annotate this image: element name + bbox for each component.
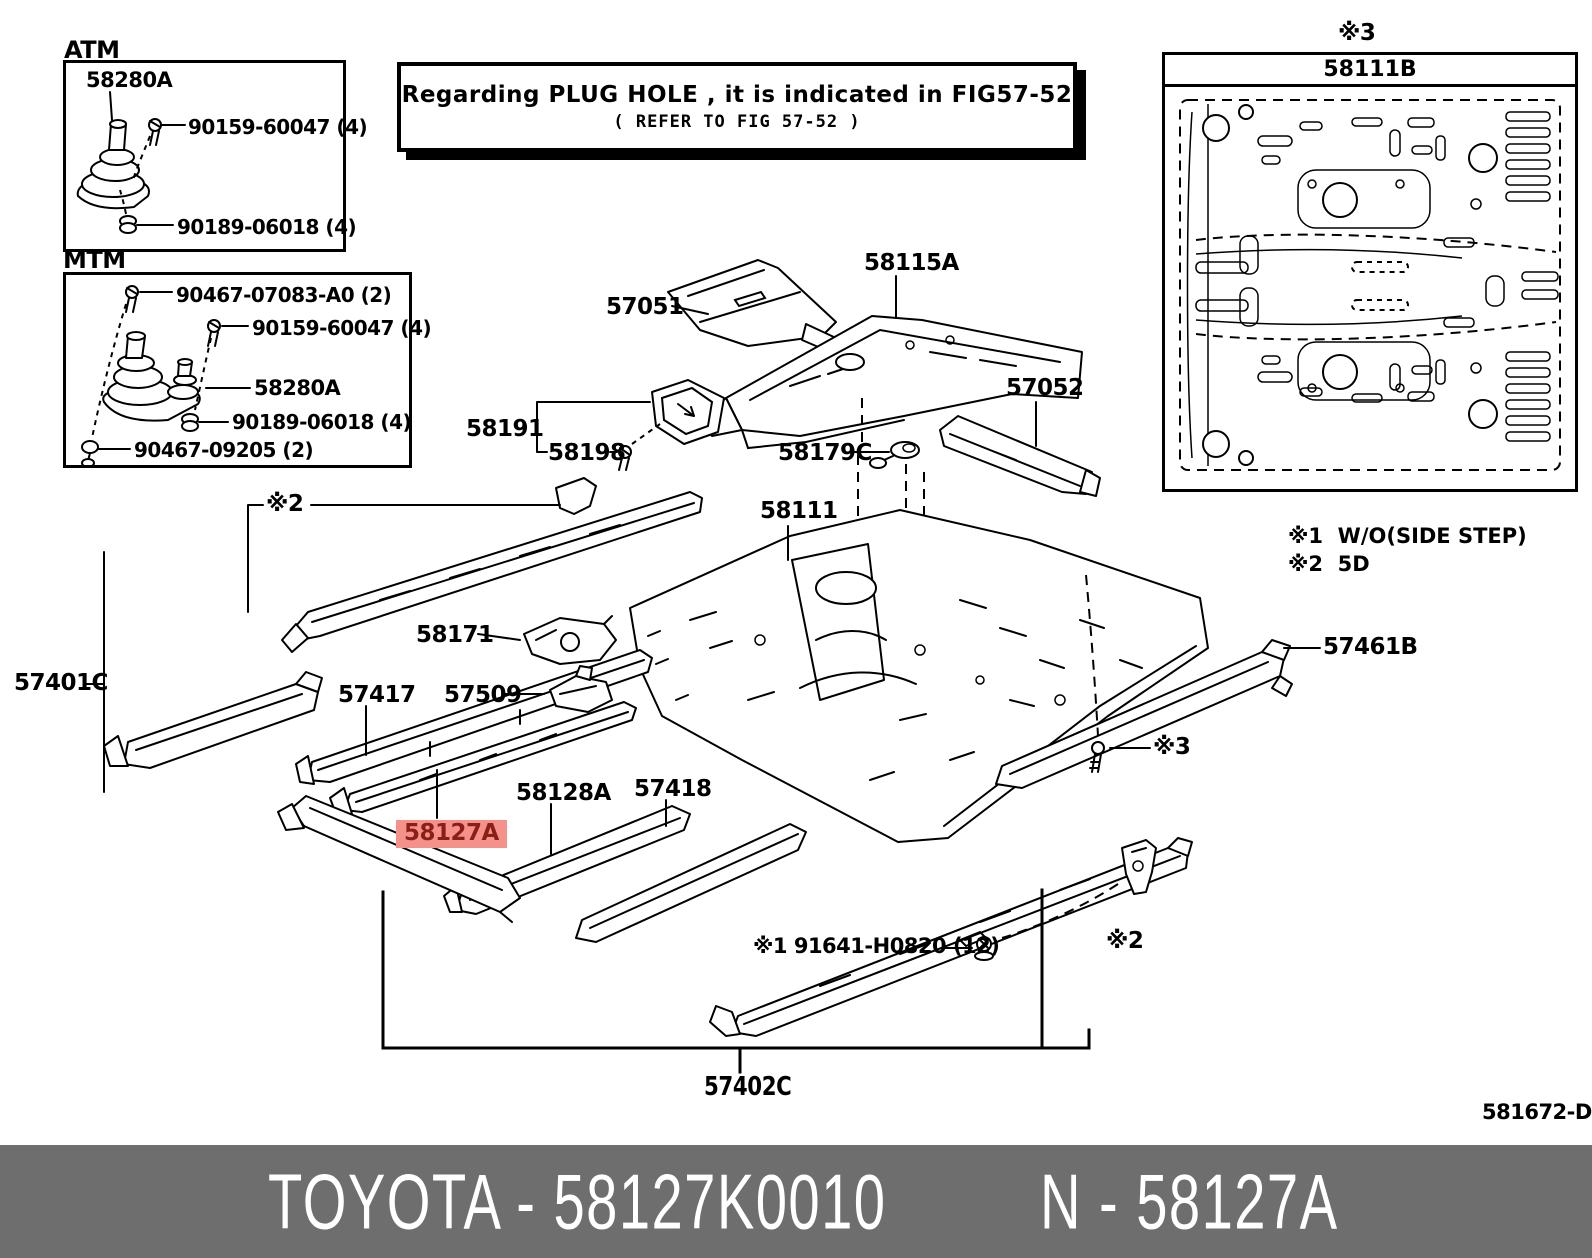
atm-title: ATM: [64, 36, 120, 64]
legend-text: 5D: [1337, 552, 1370, 576]
footer-banner: TOYOTA - 58127K0010 N - 58127A: [0, 1145, 1592, 1258]
ref-inset-box: 58111B: [1162, 52, 1578, 492]
part-label-58191[interactable]: 58191: [466, 416, 544, 442]
mtm-fastener-label[interactable]: 90189-06018 (4): [232, 410, 412, 434]
marker-3-mid: ※3: [1153, 734, 1191, 760]
part-shape-rocker-upper[interactable]: [281, 477, 703, 653]
mtm-fastener-label[interactable]: 90467-07083-A0 (2): [176, 283, 392, 307]
part-label-58171[interactable]: 58171: [416, 622, 494, 648]
part-shape-57509[interactable]: [549, 665, 613, 713]
part-label-57401c[interactable]: 57401C: [14, 670, 108, 696]
banner-part-number: TOYOTA - 58127K0010: [268, 1157, 887, 1245]
part-shape-screw-m3[interactable]: [1089, 741, 1105, 773]
drawing-code: 581672-D: [1482, 1100, 1592, 1124]
part-shape-57418[interactable]: [575, 823, 807, 943]
part-label-58111[interactable]: 58111: [760, 498, 838, 524]
group-bracket-lines: [381, 888, 1091, 1074]
part-label-57051[interactable]: 57051: [606, 294, 684, 320]
mtm-inset-box: [63, 272, 412, 468]
dash-line: [1001, 883, 1119, 939]
part-shape-57461b[interactable]: [995, 639, 1293, 789]
part-label-57461b[interactable]: 57461B: [1323, 634, 1418, 660]
part-shape-58179c-clip[interactable]: [869, 441, 920, 469]
part-label-57402c[interactable]: 57402C: [704, 1072, 792, 1102]
part-shape-57051[interactable]: [667, 259, 837, 353]
marker-2-top: ※2: [266, 491, 304, 517]
part-label-58127a-highlighted[interactable]: 58127A: [396, 820, 507, 848]
plug-hole-note-box: Regarding PLUG HOLE , it is indicated in…: [397, 62, 1077, 152]
mtm-part-label[interactable]: 58280A: [254, 376, 341, 400]
banner-ref-number: N - 58127A: [1040, 1157, 1339, 1245]
atm-part-label[interactable]: 58280A: [86, 68, 173, 92]
part-label-57509[interactable]: 57509: [444, 682, 522, 708]
note-line-1: Regarding PLUG HOLE , it is indicated in…: [401, 82, 1073, 108]
part-label-57417[interactable]: 57417: [338, 682, 416, 708]
note-line-2: ( REFER TO FIG 57-52 ): [613, 112, 861, 132]
atm-fastener-label[interactable]: 90159-60047 (4): [188, 115, 368, 139]
legend-item-1: ※1 W/O(SIDE STEP): [1288, 524, 1527, 548]
ref-inset-marker: ※3: [1338, 20, 1376, 46]
part-shape-rocker-lower[interactable]: [709, 837, 1193, 1037]
mtm-fastener-label[interactable]: 90467-09205 (2): [134, 438, 314, 462]
part-shape-58191[interactable]: [651, 379, 725, 445]
atm-inset-box: [63, 60, 346, 252]
atm-boot-art: [76, 91, 186, 234]
part-label-58128a[interactable]: 58128A: [516, 780, 611, 806]
part-label-57418[interactable]: 57418: [634, 776, 712, 802]
ref-inset-header[interactable]: 58111B: [1165, 55, 1575, 87]
part-shape-58171[interactable]: [523, 615, 617, 665]
part-shape-58198-screw[interactable]: [618, 423, 661, 471]
marker-2-bottom: ※2: [1106, 928, 1144, 954]
mtm-boot-art: [81, 285, 251, 468]
atm-fastener-label[interactable]: 90189-06018 (4): [177, 215, 357, 239]
part-label-58198[interactable]: 58198: [548, 440, 626, 466]
part-shape-57052[interactable]: [939, 415, 1101, 497]
part-label-91641[interactable]: ※1 91641-H0820 (12): [753, 934, 1000, 958]
legend-marker: ※1: [1288, 524, 1324, 548]
mtm-fastener-label[interactable]: 90159-60047 (4): [252, 316, 432, 340]
mtm-title: MTM: [63, 246, 126, 274]
leader-lines: [83, 275, 1321, 949]
part-shape-91641-bolt[interactable]: [974, 936, 994, 961]
part-shape-rocker-clip[interactable]: [1121, 839, 1157, 895]
part-label-58115a[interactable]: 58115A: [864, 250, 959, 276]
part-label-57052[interactable]: 57052: [1006, 375, 1084, 401]
part-label-58179c[interactable]: 58179C: [778, 440, 872, 466]
legend-text: W/O(SIDE STEP): [1337, 524, 1527, 548]
ref-inset-floorpan-art: [1179, 99, 1561, 471]
dash-line: [1085, 574, 1099, 737]
part-shape-57401c-members[interactable]: [103, 671, 521, 923]
part-shape-58111-floor-pan[interactable]: [629, 509, 1209, 843]
legend-item-2: ※2 5D: [1288, 552, 1370, 576]
legend-marker: ※2: [1288, 552, 1324, 576]
